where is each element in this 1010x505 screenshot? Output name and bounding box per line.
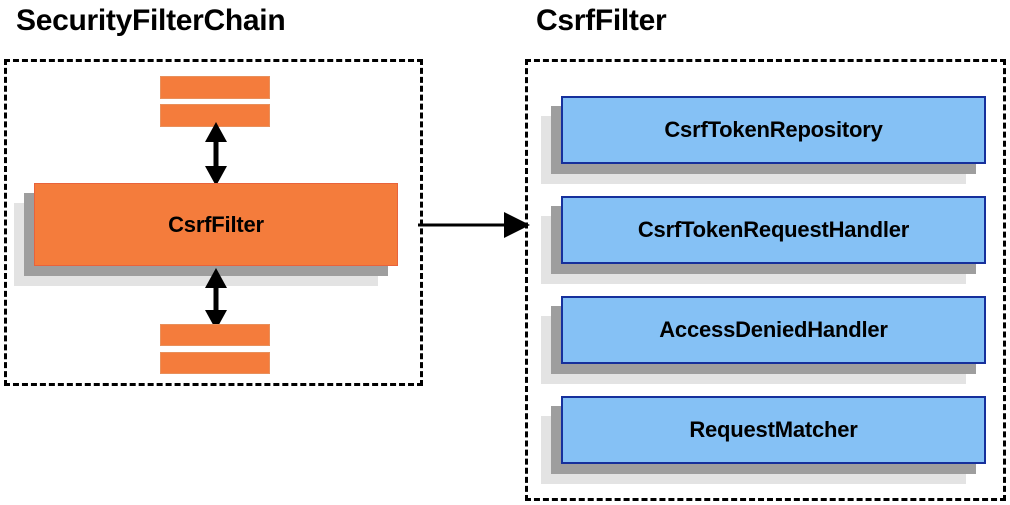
card-face: RequestMatcher [561, 396, 986, 464]
component-csrftokenrepository[interactable]: CsrfTokenRepository [541, 96, 986, 184]
csrf-filter-container [525, 59, 1006, 501]
component-label-accessdeniedhandler: AccessDeniedHandler [659, 317, 888, 342]
component-csrffilter[interactable]: CsrfFilter [14, 183, 398, 286]
component-label-requestmatcher: RequestMatcher [689, 417, 858, 442]
component-requestmatcher[interactable]: RequestMatcher [541, 396, 986, 484]
connector-arrow-csrffilter-detail [418, 212, 530, 238]
filter-bar-top-1 [160, 76, 270, 99]
panel-title-csrf-filter: CsrfFilter [536, 4, 667, 37]
filter-bar-bottom-1 [160, 324, 270, 346]
component-label-csrffilter: CsrfFilter [168, 211, 264, 237]
component-label-csrftokenrequesthandler: CsrfTokenRequestHandler [637, 217, 910, 242]
filter-bar-bottom-2 [160, 352, 270, 374]
component-csrftokenrequesthandler[interactable]: CsrfTokenRequestHandler [541, 196, 986, 284]
card-face: CsrfFilter [34, 183, 398, 266]
arrow-below-csrffilter [205, 268, 227, 330]
component-accessdeniedhandler[interactable]: AccessDeniedHandler [541, 296, 986, 384]
arrow-above-csrffilter [205, 122, 227, 186]
security-filter-chain-container [4, 59, 423, 386]
card-face: AccessDeniedHandler [561, 296, 986, 364]
component-label-csrftokenrepository: CsrfTokenRepository [664, 117, 883, 142]
card-face: CsrfTokenRequestHandler [561, 196, 986, 264]
panel-title-security-filter-chain: SecurityFilterChain [16, 4, 286, 37]
card-face: CsrfTokenRepository [561, 96, 986, 164]
